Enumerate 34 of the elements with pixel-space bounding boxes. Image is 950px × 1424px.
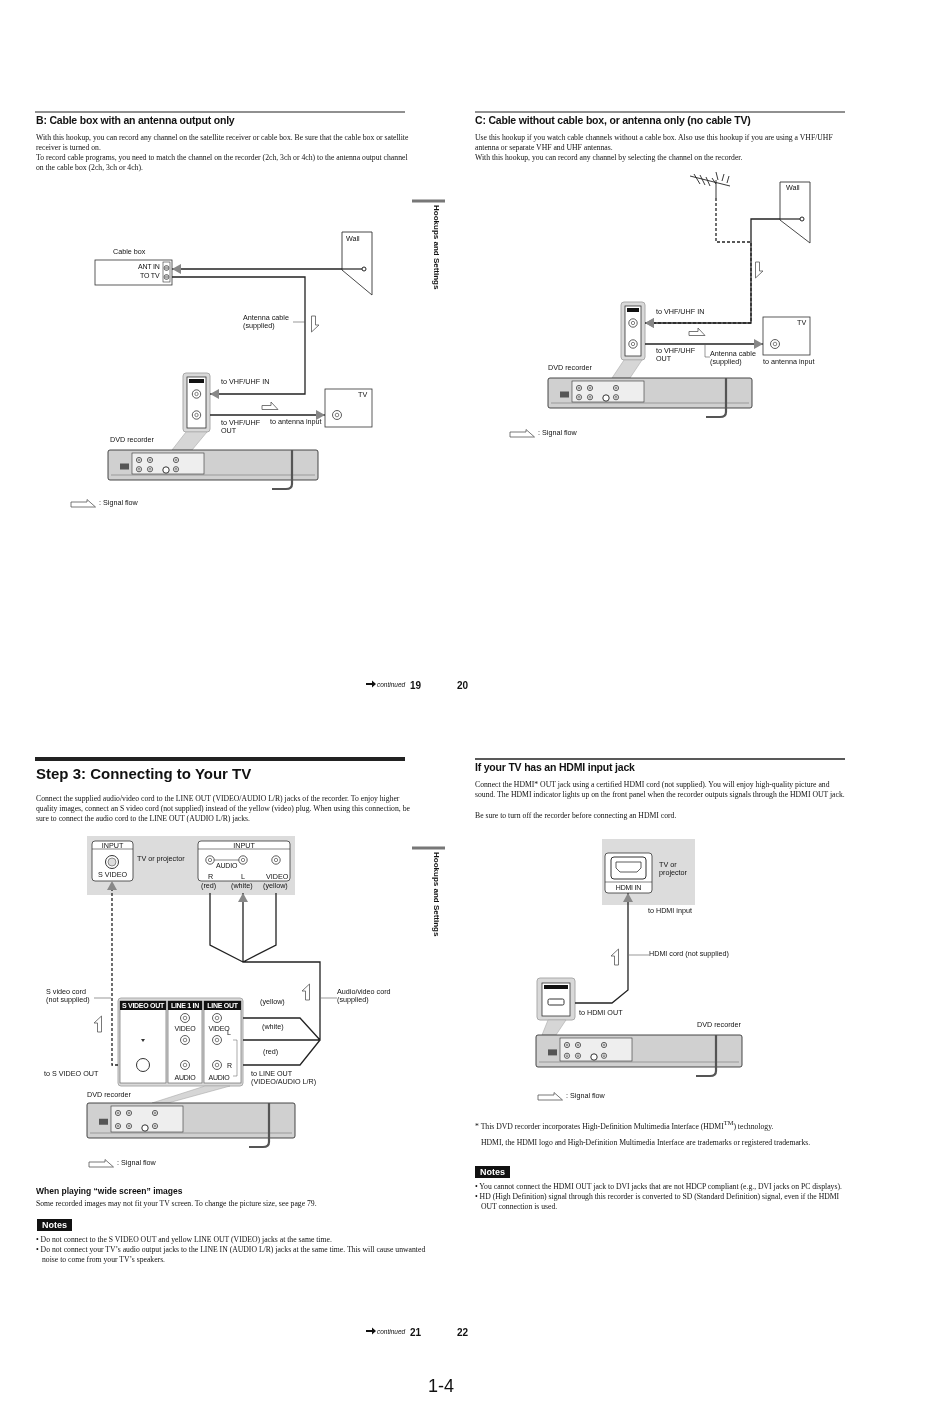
cable bbox=[171, 276, 306, 399]
direction-arrow bbox=[688, 327, 706, 336]
direction-arrow bbox=[301, 983, 310, 1001]
direction-arrow bbox=[755, 261, 764, 279]
direction-arrow bbox=[610, 948, 619, 966]
direction-arrow bbox=[261, 401, 279, 410]
page-number: 19 bbox=[410, 680, 422, 692]
page-number: 1-4 bbox=[428, 1376, 454, 1397]
section-heading: If your TV has an HDMI input jack bbox=[475, 761, 635, 774]
leader-line bbox=[628, 954, 650, 956]
leader-line bbox=[292, 321, 306, 323]
direction-arrow bbox=[93, 1015, 102, 1033]
leader-line bbox=[93, 997, 112, 999]
cable bbox=[209, 410, 326, 420]
cable bbox=[644, 339, 764, 349]
section-heading: C: Cable without cable box, or antenna only (no cable TV) bbox=[475, 114, 751, 127]
side-tab-label: Hookups and Settings bbox=[431, 852, 441, 937]
section-heading: Step 3: Connecting to Your TV bbox=[36, 765, 252, 783]
page-number: 21 bbox=[410, 1327, 422, 1339]
page-number: 22 bbox=[457, 1327, 469, 1339]
notes-badge: Notes bbox=[37, 1219, 72, 1232]
leader-line bbox=[320, 997, 338, 999]
side-tab-label: Hookups and Settings bbox=[431, 205, 441, 290]
cable bbox=[209, 892, 321, 1066]
subheading: When playing “wide screen” images bbox=[36, 1187, 183, 1197]
section-heading: B: Cable box with an antenna output only bbox=[36, 114, 235, 127]
cable bbox=[574, 892, 633, 1004]
cable bbox=[644, 218, 781, 328]
direction-arrow bbox=[311, 315, 320, 333]
leader-line bbox=[704, 344, 711, 358]
page-number: 20 bbox=[457, 680, 469, 692]
notes-badge: Notes bbox=[475, 1166, 510, 1179]
cable bbox=[107, 880, 119, 1066]
cable bbox=[171, 264, 343, 274]
